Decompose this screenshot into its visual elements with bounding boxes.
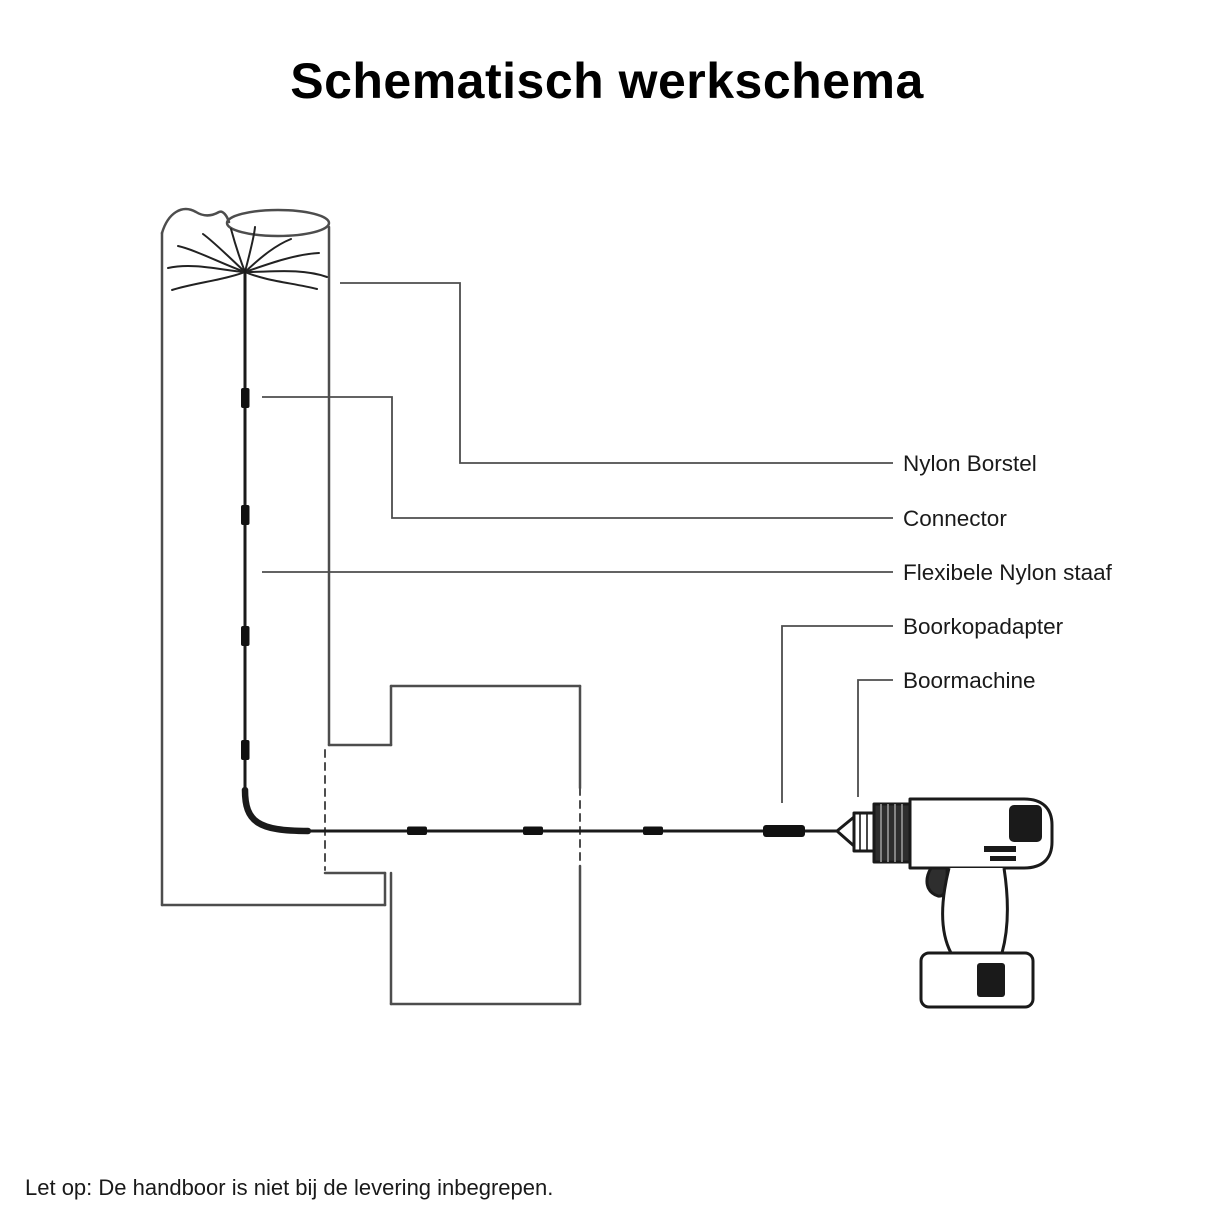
wall-section — [389, 684, 582, 1006]
brush-bristle — [177, 245, 246, 273]
brush-bristle — [244, 226, 256, 273]
drill-grip-bar — [990, 856, 1016, 861]
drill-chuck-tip — [835, 815, 856, 848]
brush-bristle — [202, 233, 246, 273]
rod-connector — [643, 826, 663, 835]
nylon-brush — [167, 226, 328, 291]
rod-connector — [241, 388, 250, 408]
flexible-nylon-rod — [241, 268, 839, 835]
brush-bristle — [244, 252, 320, 273]
drill-grip-bar — [984, 846, 1016, 852]
drill-battery-slot — [977, 963, 1005, 997]
brush-bristle — [244, 270, 328, 278]
label-nylon-borstel: Nylon Borstel — [903, 451, 1037, 476]
rod-connector — [241, 740, 250, 760]
drill-chuck-collar — [852, 811, 876, 853]
brush-bristle — [171, 271, 246, 291]
rod-connector — [407, 826, 427, 835]
pipe-torn-top-edge — [160, 207, 231, 235]
pipe-opening — [225, 208, 331, 238]
drill-chuck — [872, 802, 912, 864]
drill-chuck-collar-ribs — [859, 813, 868, 851]
drill-handle — [941, 867, 1009, 955]
rod-connector — [241, 626, 250, 646]
brush-bristle — [230, 228, 246, 273]
leader-connector — [262, 396, 893, 519]
rod-connector — [241, 505, 250, 525]
drill-machine — [835, 797, 1054, 1009]
label-boorkopadapter: Boorkopadapter — [903, 614, 1064, 639]
diagram-labels: Nylon Borstel Connector Flexibele Nylon … — [903, 451, 1113, 693]
drill-chuck-ribs — [880, 804, 903, 862]
rod-connectors — [241, 388, 663, 835]
label-boormachine: Boormachine — [903, 668, 1036, 693]
label-flexibele-nylon-staaf: Flexibele Nylon staaf — [903, 560, 1113, 585]
brush-bristle — [167, 264, 246, 273]
brush-bristle — [244, 238, 292, 273]
leader-boormachine — [857, 679, 893, 797]
chimney-pipe — [160, 207, 393, 907]
footnote: Let op: De handboor is niet bij de lever… — [25, 1175, 554, 1200]
rod-connector — [523, 826, 543, 835]
brush-bristle — [244, 271, 318, 290]
label-connector: Connector — [903, 506, 1007, 531]
drill-vent-block — [1009, 805, 1042, 842]
rod-elbow — [241, 786, 312, 835]
drill-head-adapter — [763, 825, 805, 837]
leader-boorkopadapter — [781, 625, 893, 803]
leader-nylon-borstel — [340, 282, 893, 464]
leader-lines — [262, 282, 893, 803]
page-title: Schematisch werkschema — [290, 53, 924, 109]
